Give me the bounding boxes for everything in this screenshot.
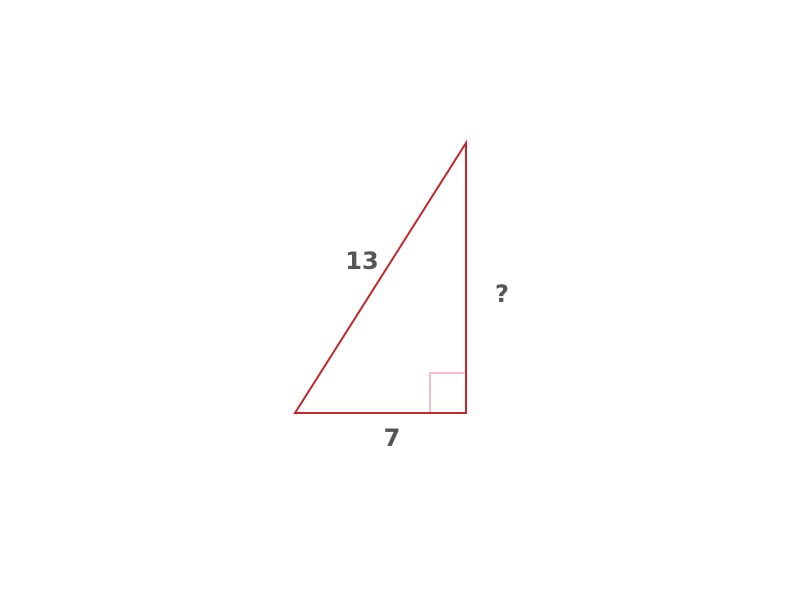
- triangle-outline: [293, 139, 467, 414]
- vertical-side-label: ?: [495, 280, 509, 308]
- hypotenuse-label: 13: [345, 247, 378, 275]
- right-angle-marker: [429, 372, 466, 413]
- base-label: 7: [384, 424, 401, 452]
